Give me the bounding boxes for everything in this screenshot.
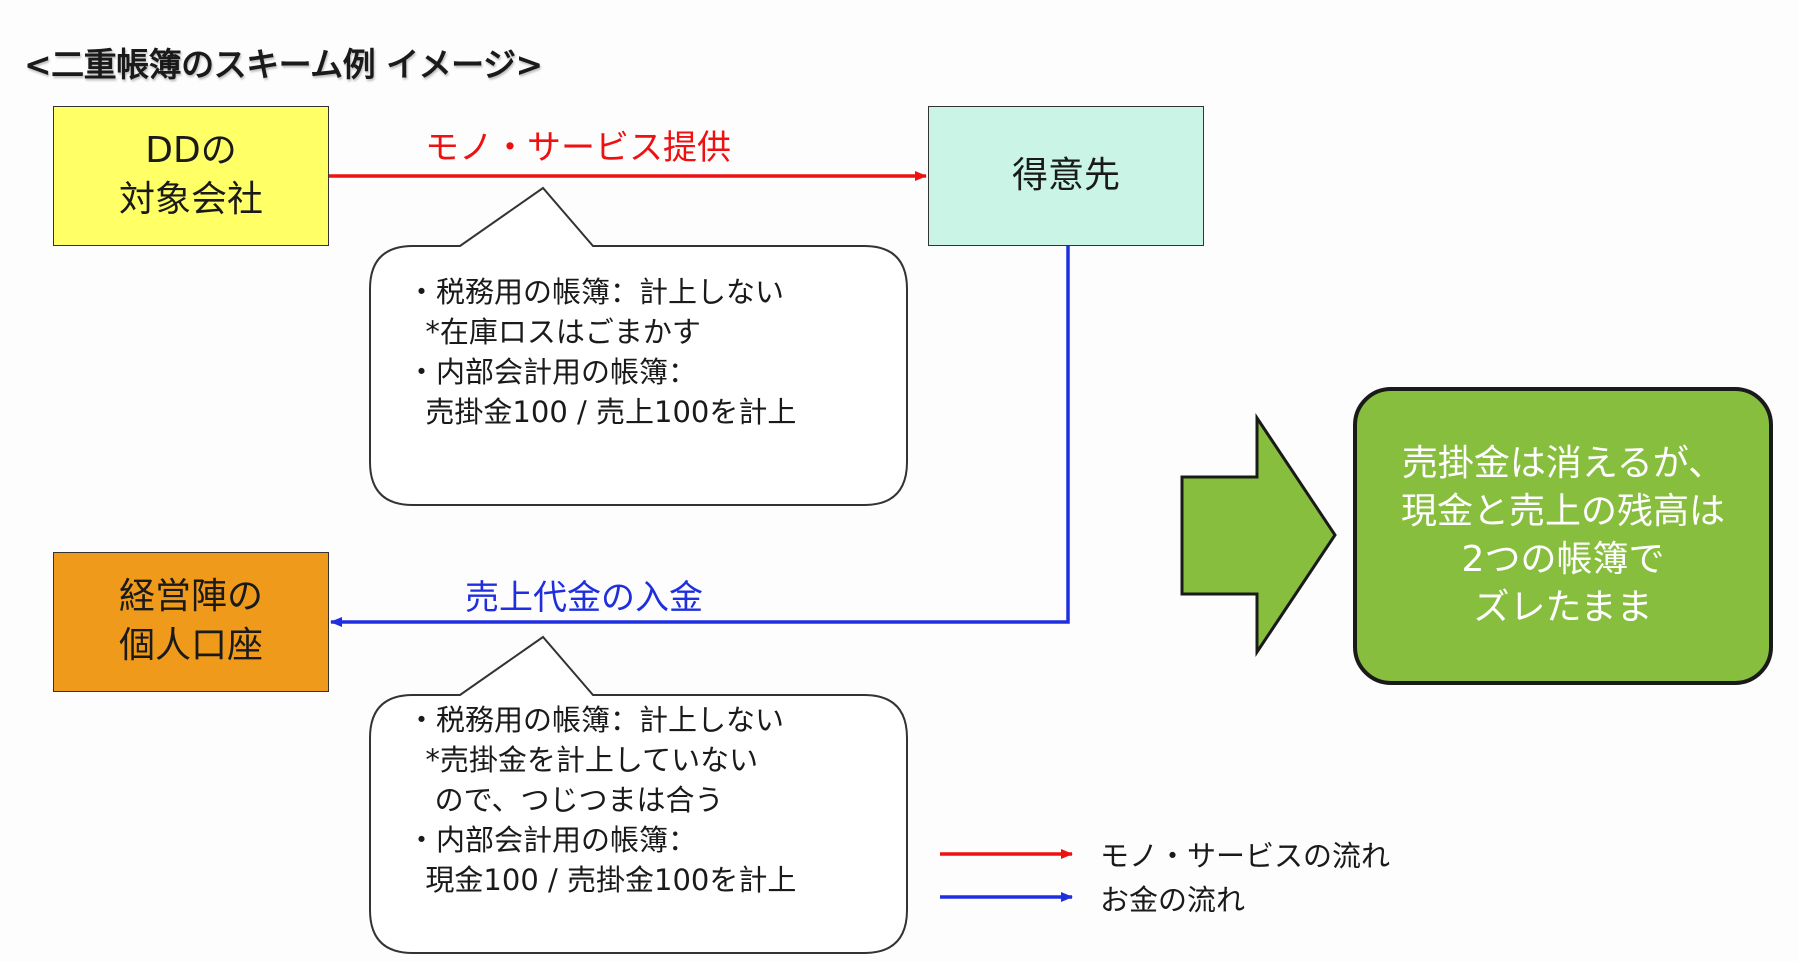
goods-callout-line: *在庫ロスはごまかす xyxy=(407,315,701,349)
goods-callout-line: ・内部会計用の帳簿： xyxy=(407,355,698,389)
node-target-company-line1: DDの xyxy=(145,130,237,172)
node-personal-account-line2: 個人口座 xyxy=(118,625,263,666)
conclusion-box: 売掛金は消えるが、 現金と売上の残高は 2つの帳簿で ズレたまま xyxy=(1353,387,1773,685)
goods-callout-line: 売掛金100 / 売上100を計上 xyxy=(407,395,797,429)
legend-money-label: お金の流れ xyxy=(1100,883,1246,917)
node-customer: 得意先 xyxy=(928,106,1204,246)
payment-callout-line: ・内部会計用の帳簿： xyxy=(407,823,698,857)
goods-flow-label: モノ・サービス提供 xyxy=(425,128,731,168)
conclusion-line: 現金と売上の残高は xyxy=(1400,491,1725,532)
payment-callout-bubble xyxy=(369,635,908,954)
node-personal-account: 経営陣の 個人口座 xyxy=(53,552,329,692)
node-personal-account-line1: 経営陣の xyxy=(118,576,263,618)
payment-callout-line: *売掛金を計上していない xyxy=(407,743,759,777)
goods-callout-text: ・税務用の帳簿：計上しない *在庫ロスはごまかす ・内部会計用の帳簿： 売掛金1… xyxy=(407,272,796,432)
conclusion-line: ズレたまま xyxy=(1473,587,1653,628)
conclusion-arrow xyxy=(1180,413,1337,657)
payment-callout-text: ・税務用の帳簿：計上しない *売掛金を計上していない ので、つじつまは合う ・内… xyxy=(407,700,796,900)
payment-callout-line: ので、つじつまは合う xyxy=(407,783,724,817)
payment-callout-line: 現金100 / 売掛金100を計上 xyxy=(407,863,797,897)
node-target-company: DDの 対象会社 xyxy=(53,106,329,246)
node-target-company-line2: 対象会社 xyxy=(118,179,263,220)
node-customer-label: 得意先 xyxy=(1011,154,1120,196)
payment-flow-arrow xyxy=(330,246,1070,627)
goods-callout-line: ・税務用の帳簿：計上しない xyxy=(407,275,785,309)
conclusion-line: 2つの帳簿で xyxy=(1461,539,1665,580)
payment-flow-label: 売上代金の入金 xyxy=(465,578,703,618)
payment-callout-line: ・税務用の帳簿：計上しない xyxy=(407,703,785,737)
diagram-title: <二重帳簿のスキーム例 イメージ> xyxy=(24,45,543,84)
legend-goods-label: モノ・サービスの流れ xyxy=(1100,839,1391,873)
goods-callout-bubble xyxy=(369,186,908,506)
conclusion-line: 売掛金は消えるが、 xyxy=(1401,443,1725,484)
